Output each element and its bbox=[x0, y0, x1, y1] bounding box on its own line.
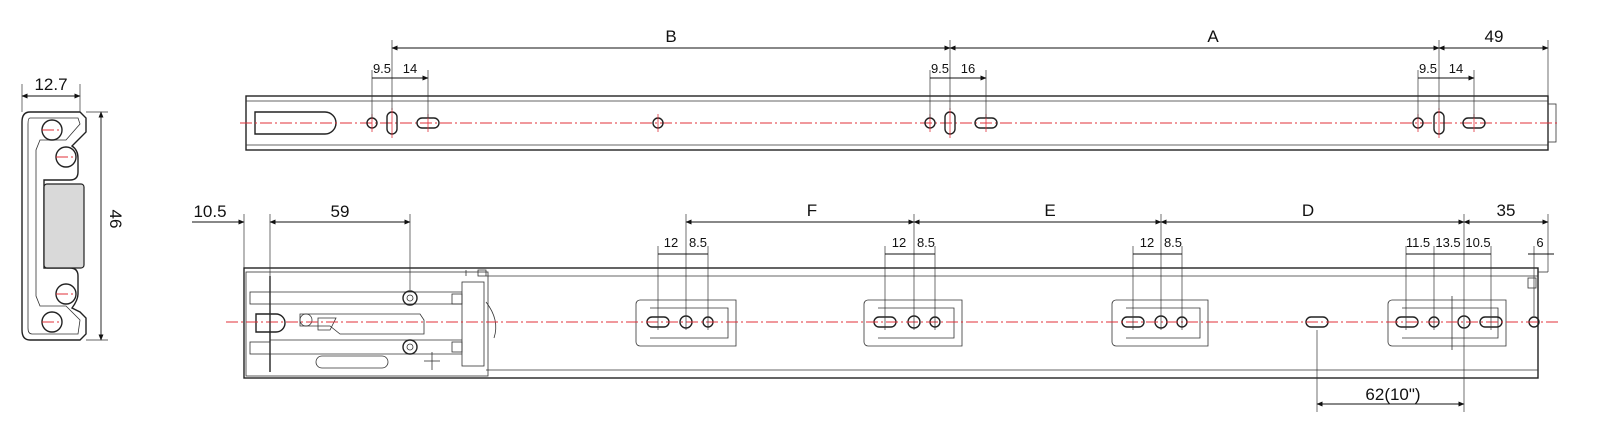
dim-label-f: F bbox=[807, 201, 817, 220]
dim-label-a: A bbox=[1207, 27, 1219, 46]
mounting-slot bbox=[255, 313, 286, 333]
dim-spacing: 9.5 bbox=[373, 61, 391, 76]
dim-spacing: 9.5 bbox=[1419, 61, 1437, 76]
dim-spacing: 10.5 bbox=[1465, 235, 1490, 250]
hole-bracket-d bbox=[1111, 299, 1209, 347]
dim-label-d: D bbox=[1302, 201, 1314, 220]
bracket-screw bbox=[402, 339, 418, 355]
dim-spacing: 11.5 bbox=[1406, 235, 1430, 250]
inner-rail bbox=[226, 267, 1560, 379]
dim-note-62: 62(10") bbox=[1365, 385, 1420, 404]
profile-outline bbox=[21, 111, 87, 341]
dim-label-e: E bbox=[1044, 201, 1055, 220]
dim-spacing: 8.5 bbox=[917, 235, 935, 250]
release-slot bbox=[315, 355, 389, 369]
dim-spacing: 12 bbox=[664, 235, 678, 250]
outer-rail-dimensions: B A 49 9.5 14 9.5 16 9.5 14 bbox=[371, 27, 1549, 118]
dim-spacing: 16 bbox=[961, 61, 975, 76]
dim-inner-start: 59 bbox=[331, 202, 350, 221]
dim-outer-end: 49 bbox=[1485, 27, 1504, 46]
dim-spacing: 12 bbox=[1140, 235, 1154, 250]
mounting-slot bbox=[254, 111, 337, 135]
hole-bracket-e bbox=[863, 299, 963, 347]
dim-spacing: 13.5 bbox=[1435, 235, 1460, 250]
inner-rail-dimensions: 10.5 59 F E D 35 12 8.5 12 8.5 12 8.5 bbox=[192, 201, 1554, 412]
dim-spacing: 12 bbox=[892, 235, 906, 250]
dim-spacing: 14 bbox=[403, 61, 417, 76]
dim-inner-end: 35 bbox=[1497, 201, 1516, 220]
profile-section: 12.7 46 bbox=[21, 75, 125, 341]
outer-rail bbox=[240, 95, 1560, 151]
dim-spacing: 8.5 bbox=[689, 235, 707, 250]
profile-inner-member bbox=[43, 183, 85, 269]
dim-profile-width: 12.7 bbox=[34, 75, 67, 94]
inner-rail-body bbox=[243, 267, 1539, 379]
front-bracket bbox=[245, 269, 497, 377]
profile-inner-outline bbox=[27, 117, 81, 335]
bracket-screw bbox=[402, 290, 418, 306]
dim-tip: 6 bbox=[1536, 235, 1543, 250]
dim-spacing: 9.5 bbox=[931, 61, 949, 76]
dim-inner-offset: 10.5 bbox=[193, 202, 226, 221]
lock-lever bbox=[299, 313, 425, 335]
dim-label-b: B bbox=[665, 27, 676, 46]
dim-spacing: 14 bbox=[1449, 61, 1463, 76]
dim-spacing: 8.5 bbox=[1164, 235, 1182, 250]
dim-profile-height: 46 bbox=[106, 210, 125, 229]
